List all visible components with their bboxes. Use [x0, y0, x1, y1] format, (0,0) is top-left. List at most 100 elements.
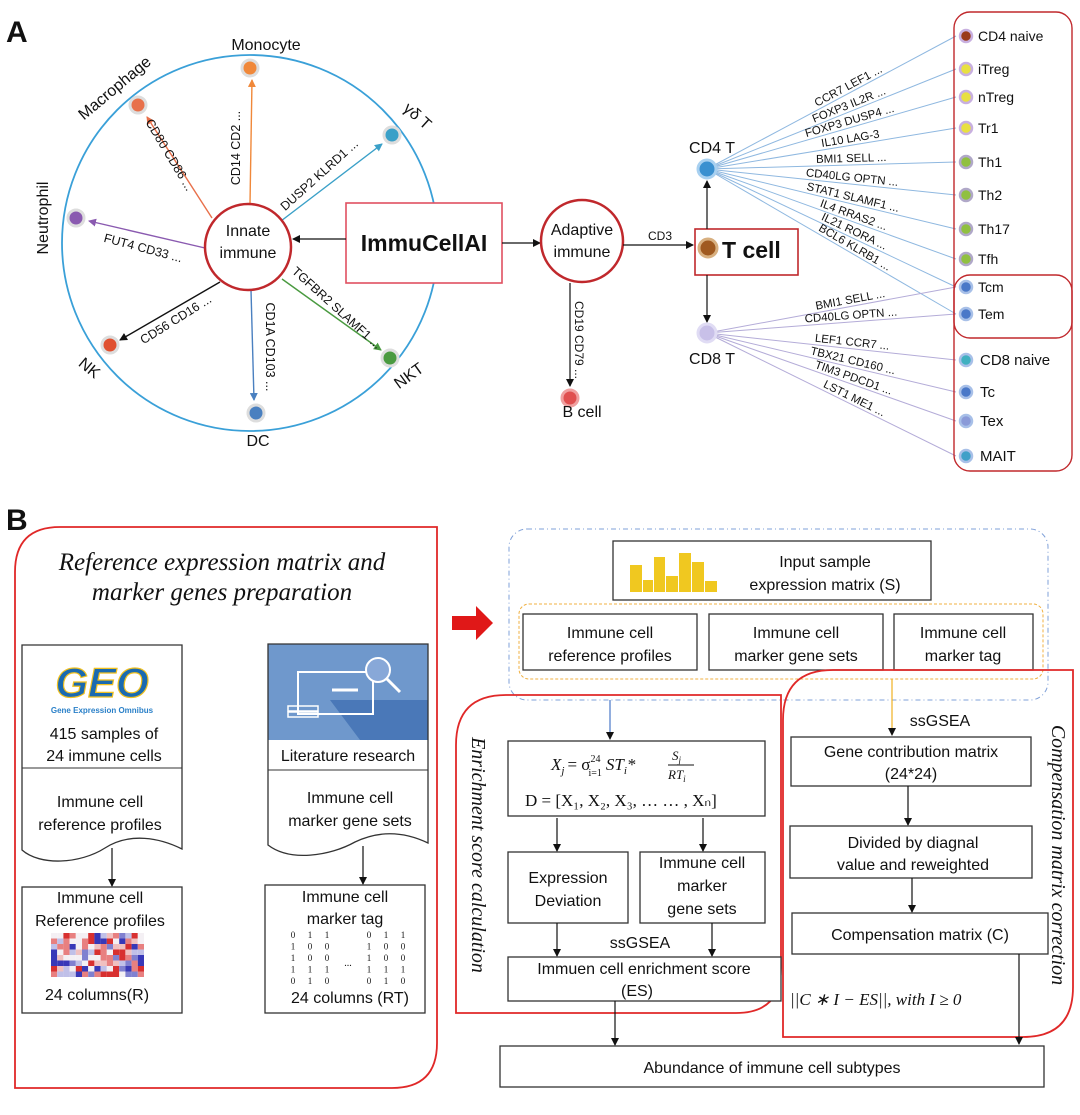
subtype-label: MAIT [980, 448, 1016, 465]
divided-box [789, 825, 1033, 879]
es-label-1: Immuen cell enrichment score [537, 961, 751, 978]
marker-gene-sets-box [639, 851, 766, 924]
heatmap-cell [131, 960, 138, 966]
heatmap-cell [100, 938, 107, 944]
cd8-line [706, 332, 957, 457]
tag-matrix-cell: 0 [401, 942, 406, 952]
heatmap-cell [100, 960, 107, 966]
heatmap-cell [119, 955, 126, 961]
panel-b: B Reference expression matrix and marker… [6, 504, 1074, 1089]
heatmap-cell [63, 960, 70, 966]
genesets-label-3: gene sets [667, 901, 736, 918]
heatmap-cell [113, 944, 120, 950]
subtype-dot-icon [958, 306, 974, 322]
subtype-mait: MAIT [958, 448, 1016, 465]
panel-label-a: A [6, 16, 28, 49]
heatmap-cell [106, 933, 113, 939]
tag-matrix-cell: 1 [401, 965, 406, 975]
input-reference-profiles-box [522, 613, 698, 671]
heatmap-cell [51, 960, 58, 966]
geo-logo: GEO [55, 659, 148, 706]
subtype-tfh: Tfh [958, 251, 998, 267]
heatmap-cell [113, 971, 120, 977]
subtype-dot-icon [958, 154, 974, 170]
heatmap-cell [119, 933, 126, 939]
innate-immune-node [203, 202, 293, 292]
heatmap-cell [69, 971, 76, 977]
heatmap-cell [57, 966, 64, 972]
heatmap-cell [63, 955, 70, 961]
heatmap-cell [94, 966, 101, 972]
subtype-dot-icon [958, 413, 974, 429]
subtype-label: Tem [978, 306, 1004, 322]
subtype-label: Tr1 [978, 120, 999, 136]
tag-matrix-ellipsis: ... [344, 958, 352, 969]
heatmap-cell [88, 955, 95, 961]
heatmap-cell [63, 949, 70, 955]
marker-arrow [249, 289, 258, 401]
cd4-node-icon [696, 158, 718, 180]
red-arrow-icon [452, 606, 493, 640]
subtype-itreg: iTreg [958, 61, 1009, 77]
heatmap-cell [51, 933, 58, 939]
cd8-line [706, 332, 957, 422]
heatmap-cell [125, 971, 132, 977]
heatmap-cell [119, 944, 126, 950]
heatmap-cell [82, 955, 89, 961]
heatmap-cell [63, 938, 70, 944]
heatmap-cell [113, 938, 120, 944]
genesets-label-2: marker [677, 878, 727, 895]
cd4-line [706, 96, 957, 170]
heatmap-cell [106, 938, 113, 944]
subtype-label: Th2 [978, 187, 1002, 203]
cd4-line [706, 168, 957, 260]
tag-matrix-cell: 1 [384, 965, 389, 975]
heatmap-cell [100, 944, 107, 950]
deviation-label-2: Deviation [535, 893, 602, 910]
cd8-line [706, 313, 957, 334]
tag-matrix-cell: 0 [401, 976, 406, 986]
heatmap-cell [69, 949, 76, 955]
input-sample-label-2: expression matrix (S) [749, 577, 900, 594]
lit-doc-label-2: marker gene sets [288, 813, 412, 830]
cd4-line [706, 127, 957, 170]
heatmap-cell [137, 960, 144, 966]
heatmap-cell [137, 971, 144, 977]
cell-label: Monocyte [231, 37, 300, 54]
subtype-dot-icon [958, 28, 974, 44]
compensation-frame [782, 669, 1074, 1038]
cell-icon [380, 348, 400, 368]
b-cell-label: B cell [562, 404, 601, 421]
heatmap-cell [88, 933, 95, 939]
subtype-label: Tfh [978, 251, 998, 267]
marker-arrow [280, 143, 383, 222]
heatmap-cell [106, 944, 113, 950]
heatmap-cell [113, 949, 120, 955]
subtype-dot-icon [958, 187, 974, 203]
heatmap-cell [88, 949, 95, 955]
cell-label: NK [75, 355, 103, 383]
adaptive-label-2: immune [554, 244, 611, 261]
heatmap-cell [137, 949, 144, 955]
panel-label-b: B [6, 504, 28, 537]
subtype-tex: Tex [958, 413, 1004, 430]
marker-arrow [281, 278, 382, 351]
heatmap-cell [63, 966, 70, 972]
abundance-box [499, 1045, 1045, 1088]
subtype-label: Tex [980, 413, 1004, 430]
heatmap-cell [106, 955, 113, 961]
cell-label: Neutrophil [35, 182, 52, 255]
subtype-label: Tc [980, 384, 996, 401]
heatmap-cell [69, 966, 76, 972]
cell-markers: CD14 CD2 ... [229, 111, 243, 185]
subtype-th17: Th17 [958, 221, 1010, 237]
cell-markers: CD1A CD103 ... [263, 303, 277, 392]
heatmap-cell [51, 944, 58, 950]
tag-matrix-cell: 1 [384, 976, 389, 986]
tag-matrix-cell: 0 [291, 930, 296, 940]
cd4-line [706, 68, 957, 170]
heatmap-cell [113, 955, 120, 961]
enrichment-title: Enrichment score calculation [467, 736, 489, 973]
heatmap-cell [131, 955, 138, 961]
